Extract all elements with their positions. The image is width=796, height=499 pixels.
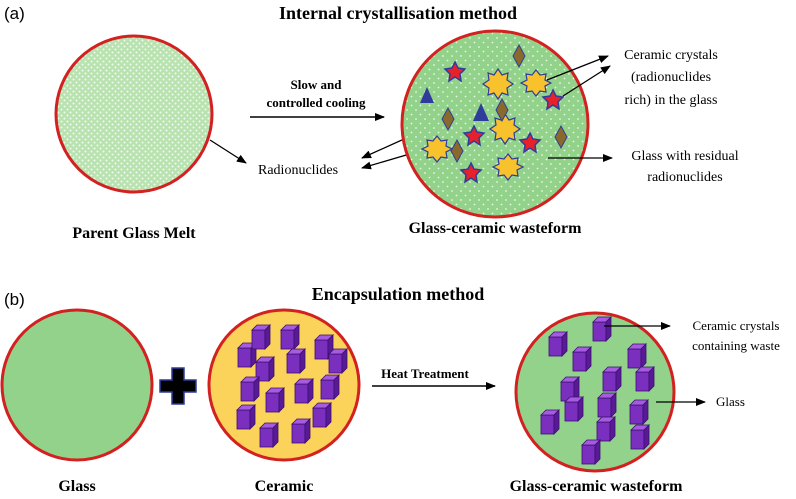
ceramic-cube [592, 316, 612, 342]
ceramic-cube [572, 346, 592, 372]
cooling-label-line2: controlled cooling [266, 95, 366, 110]
ceramic-cube [629, 399, 649, 425]
blue-triangle-crystal [473, 103, 489, 121]
red-star-crystal [443, 60, 467, 83]
glass-label: Glass [716, 394, 745, 409]
yellow-star-crystal [481, 67, 515, 101]
parent-glass-melt-circle [54, 34, 214, 194]
ceramic-crystals-label-line3: rich) in the glass [625, 93, 718, 108]
ceramic-cube [581, 439, 601, 465]
cooling-label-line1: Slow and [291, 77, 343, 92]
ceramic-cube [540, 409, 560, 435]
ceramic-cube [560, 376, 580, 402]
ceramic-crystals-arrow-1 [546, 55, 609, 81]
ceramic-cubes-group [236, 324, 348, 448]
ceramic-cube [548, 331, 568, 357]
glass-residual-label-line1: Glass with residual [631, 149, 738, 164]
wasteform-circle-a [400, 29, 590, 219]
yellow-star-crystal [519, 69, 553, 97]
red-star-crystal [462, 124, 486, 147]
radionuclides-arrow-left [209, 139, 247, 164]
ceramic-caption: Ceramic [255, 478, 314, 495]
red-star-crystal [541, 88, 565, 111]
panel-b-title: Encapsulation method [312, 284, 485, 304]
brown-diamond-crystal [495, 97, 509, 123]
brown-diamond-crystal [512, 43, 526, 69]
ceramic-cube [259, 422, 279, 448]
wasteform-cubes-group [540, 316, 655, 465]
parent-glass-melt-caption: Parent Glass Melt [72, 225, 196, 242]
ceramic-cube [294, 378, 314, 404]
wasteform-caption-a: Glass-ceramic wasteform [409, 220, 582, 237]
panel-b-label: (b) [4, 290, 25, 309]
yellow-star-crystal [491, 153, 525, 181]
glass-caption: Glass [58, 478, 95, 495]
blue-triangle-crystal [420, 87, 434, 103]
ceramic-cube [240, 376, 260, 402]
ceramic-cube [630, 424, 650, 450]
ceramic-cube [251, 324, 271, 350]
ceramic-cube [596, 416, 616, 442]
crystals-waste-label-line1: Ceramic crystals [693, 318, 780, 333]
panel-a-title: Internal crystallisation method [279, 3, 517, 23]
brown-diamond-crystal [554, 124, 568, 150]
yellow-star-crystal [488, 112, 522, 146]
ceramic-cube [635, 366, 655, 392]
brown-diamond-crystal [441, 106, 455, 132]
yellow-star-crystal [420, 135, 454, 163]
ceramic-cube [564, 396, 584, 422]
wasteform-caption-b: Glass-ceramic wasteform [510, 478, 683, 495]
heat-treatment-label: Heat Treatment [381, 366, 469, 381]
panel-a-label: (a) [4, 4, 25, 23]
ceramic-cube [602, 366, 622, 392]
brown-diamond-crystal [450, 138, 464, 164]
radionuclides-label: Radionuclides [258, 163, 338, 178]
ceramic-cube [320, 374, 340, 400]
ceramic-cube [265, 387, 285, 413]
glass-residual-label-line2: radionuclides [647, 170, 722, 185]
ceramic-crystals-label-line2: (radionuclides [631, 70, 711, 85]
red-star-crystal [518, 131, 542, 154]
ceramic-cube [312, 402, 332, 428]
plus-icon [159, 367, 197, 405]
ceramic-crystals-arrow-2 [562, 65, 611, 97]
ceramic-cube [280, 324, 300, 350]
red-star-crystal [459, 161, 483, 184]
ceramic-cube [597, 392, 617, 418]
crystals-waste-label-line2: containing waste [692, 338, 780, 353]
ceramic-cube [291, 418, 311, 444]
crystals-group-a [420, 43, 568, 184]
ceramic-cube [286, 348, 306, 374]
ceramic-crystals-label-line1: Ceramic crystals [624, 48, 718, 63]
glass-circle [0, 308, 154, 462]
ceramic-cube [236, 404, 256, 430]
ceramic-cube [627, 343, 647, 369]
ceramic-cube [328, 348, 348, 374]
